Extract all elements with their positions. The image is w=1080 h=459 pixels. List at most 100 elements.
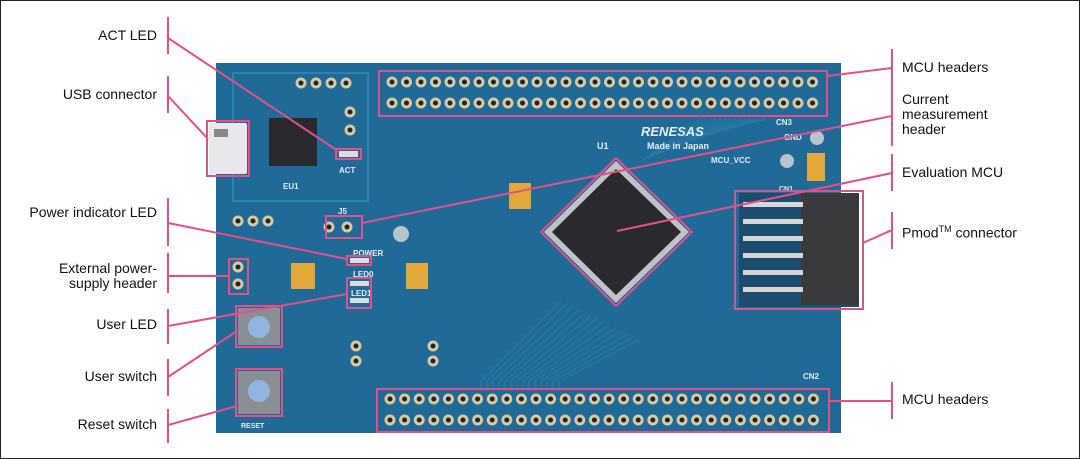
pin-hole — [664, 417, 670, 423]
pin-hole — [737, 396, 743, 402]
trace — [534, 327, 616, 389]
pin-hole — [431, 396, 437, 402]
trace — [655, 118, 717, 156]
pin-hole — [460, 396, 466, 402]
usb-box — [206, 120, 250, 177]
pin-hole — [650, 79, 656, 85]
pin-hole — [810, 100, 815, 106]
pin-hole — [445, 396, 451, 402]
power-led — [350, 258, 369, 263]
user-led-box — [346, 277, 372, 309]
cn1-text: CN1 — [779, 186, 793, 193]
pin-hole — [347, 127, 353, 133]
mcu-headers-top-box — [378, 70, 828, 117]
trace — [705, 118, 767, 136]
pmod-pins — [743, 202, 803, 292]
pin-hole — [606, 417, 612, 423]
trace — [516, 318, 598, 389]
pin-hole — [665, 79, 670, 85]
pmod-pin — [743, 287, 803, 292]
pin-hole — [694, 79, 699, 85]
pin-hole — [418, 100, 424, 106]
capacitor — [807, 153, 825, 181]
trace — [640, 118, 702, 162]
pin-hole — [635, 396, 641, 402]
callout-user-led: User LED — [96, 316, 157, 332]
pin-hole — [433, 79, 438, 85]
trace — [522, 321, 604, 389]
pin-hole — [781, 79, 786, 85]
pin-hole — [592, 100, 598, 106]
mcu-box — [539, 156, 694, 308]
mcu-vcc-text: MCU_VCC — [711, 156, 751, 165]
eu1-text: EU1 — [283, 182, 299, 191]
pin-hole — [475, 417, 481, 423]
mcu-headers-bottom-box — [376, 388, 830, 433]
pin-hole — [491, 100, 496, 106]
pin-hole — [389, 100, 395, 106]
pin-hole — [235, 218, 241, 224]
pin-hole — [723, 79, 728, 85]
pin-hole — [591, 417, 597, 423]
pin-hole — [447, 79, 453, 85]
pin-hole — [520, 79, 525, 85]
pin-hole — [665, 100, 670, 106]
pmod-housing — [801, 193, 859, 305]
pin-hole — [489, 396, 495, 402]
capacitor — [406, 263, 428, 289]
evaluation-mcu — [544, 161, 689, 303]
callout-reset-switch: Reset switch — [77, 416, 157, 432]
pin-hole — [650, 100, 656, 106]
pin-hole — [621, 100, 627, 106]
reset-text: RESET — [241, 423, 265, 430]
pin-hole — [462, 79, 467, 85]
pin-hole — [389, 79, 395, 85]
pin-hole — [636, 79, 641, 85]
trace — [480, 300, 562, 389]
pin-hole — [752, 417, 758, 423]
pin-hole — [767, 417, 773, 423]
callout-pmod-connector: PmodTM connector — [902, 222, 1017, 241]
pin-hole — [430, 343, 436, 349]
pin-hole — [534, 100, 540, 106]
pin-hole — [723, 100, 728, 106]
power-led-box — [346, 255, 372, 266]
pin-hole — [578, 79, 583, 85]
pin-hole — [621, 79, 627, 85]
trace — [645, 118, 707, 160]
callout-mcu-headers-top: MCU headers — [902, 59, 989, 75]
callout-user-switch: User switch — [84, 368, 157, 384]
trace — [558, 339, 640, 389]
pin-hole — [723, 396, 729, 402]
pin-hole — [694, 417, 700, 423]
pin-hole — [235, 264, 241, 270]
pin-hole — [635, 417, 641, 423]
pin-hole — [235, 281, 241, 287]
trace — [492, 306, 574, 389]
pin-hole — [430, 358, 436, 364]
callout-mcu-headers-bottom: MCU headers — [902, 391, 989, 407]
pin-hole — [462, 100, 467, 106]
pin-hole — [343, 80, 349, 86]
callout-usb-connector: USB connector — [62, 86, 157, 102]
pin-hole — [621, 396, 627, 402]
pin-hole — [475, 396, 481, 402]
pin-hole — [752, 396, 758, 402]
pin-hole — [313, 80, 319, 86]
j5-text: J5 — [338, 207, 347, 216]
mcu-ref: U1 — [597, 141, 609, 151]
trace — [546, 333, 628, 389]
usb-chip — [269, 118, 317, 166]
pin-hole — [650, 396, 656, 402]
pin-hole — [810, 417, 816, 423]
trace — [498, 309, 580, 389]
trace — [670, 118, 732, 150]
pin-hole — [795, 79, 801, 85]
pin-hole — [476, 79, 482, 85]
pin-hole — [577, 417, 583, 423]
act-text: ACT — [339, 166, 356, 175]
pin-hole — [562, 417, 568, 423]
pin-hole — [347, 109, 353, 115]
pin-hole — [606, 396, 612, 402]
